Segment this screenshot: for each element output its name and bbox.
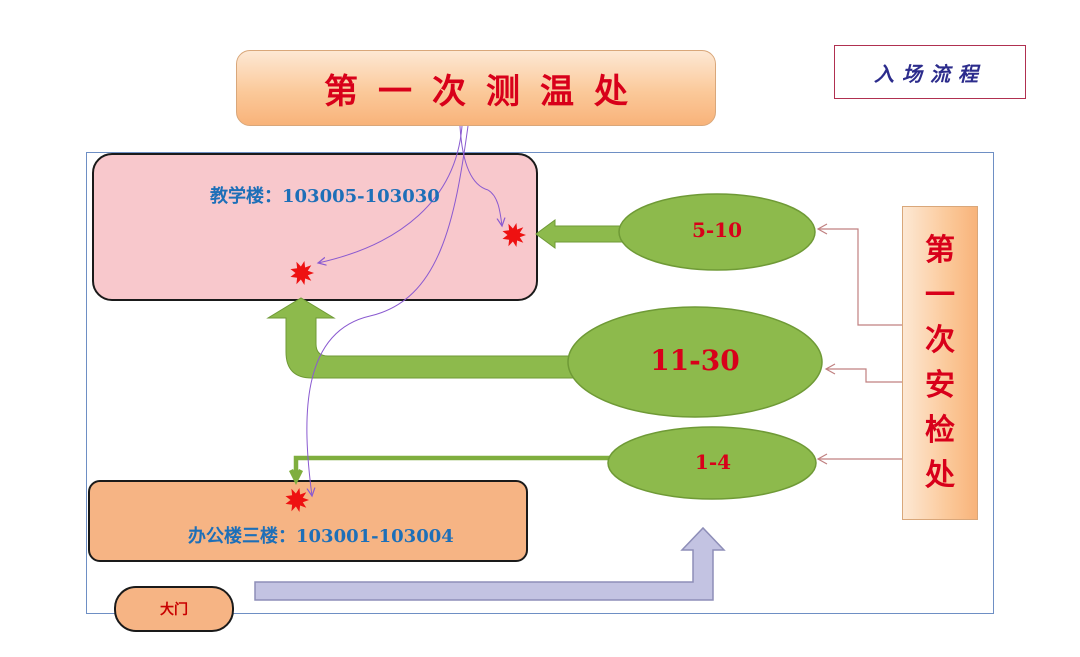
office-building-label: 办公楼三楼：103001-103004: [188, 526, 454, 547]
temp-line-left: [318, 125, 463, 263]
arrow-5-10: [535, 219, 626, 249]
group-label-1-4: 1-4: [694, 450, 732, 474]
security-check-char: 检: [925, 413, 955, 448]
group-label-11-30: 11-30: [650, 344, 740, 377]
main-gate: 大门: [114, 586, 234, 632]
gate-entry-arrow: [254, 526, 726, 601]
star-burst-icon: [290, 261, 314, 285]
group-oval-5-10: [618, 193, 816, 271]
security-line-11-30: [824, 363, 902, 383]
teaching-building-label: 教学楼：103005-103030: [210, 186, 440, 207]
arrow-1-4: [288, 455, 612, 486]
temp-line-right: [459, 125, 502, 226]
security-line-5-10: [816, 223, 902, 326]
temp-line-office: [306, 125, 469, 496]
security-check-station: 第 一 次 安 检 处: [902, 206, 978, 520]
page-title: 第一次测温处: [324, 71, 648, 112]
star-burst-icon: [285, 488, 309, 512]
security-check-char: 一: [925, 278, 955, 313]
teaching-building-box: [92, 153, 538, 301]
star-burst-icon: [502, 223, 526, 247]
group-oval-11-30: [567, 306, 823, 418]
security-check-char: 处: [925, 458, 955, 493]
group-oval-1-4: [607, 426, 817, 500]
security-check-char: 次: [925, 323, 955, 358]
security-check-char: 安: [925, 368, 955, 403]
campus-boundary: [86, 152, 994, 614]
group-label-5-10: 5-10: [691, 218, 743, 242]
arrow-11-30: [266, 297, 579, 379]
temperature-check-station: 第一次测温处: [236, 50, 716, 126]
security-check-char: 第: [925, 233, 955, 268]
entry-flow-label: 入场流程: [834, 45, 1026, 99]
